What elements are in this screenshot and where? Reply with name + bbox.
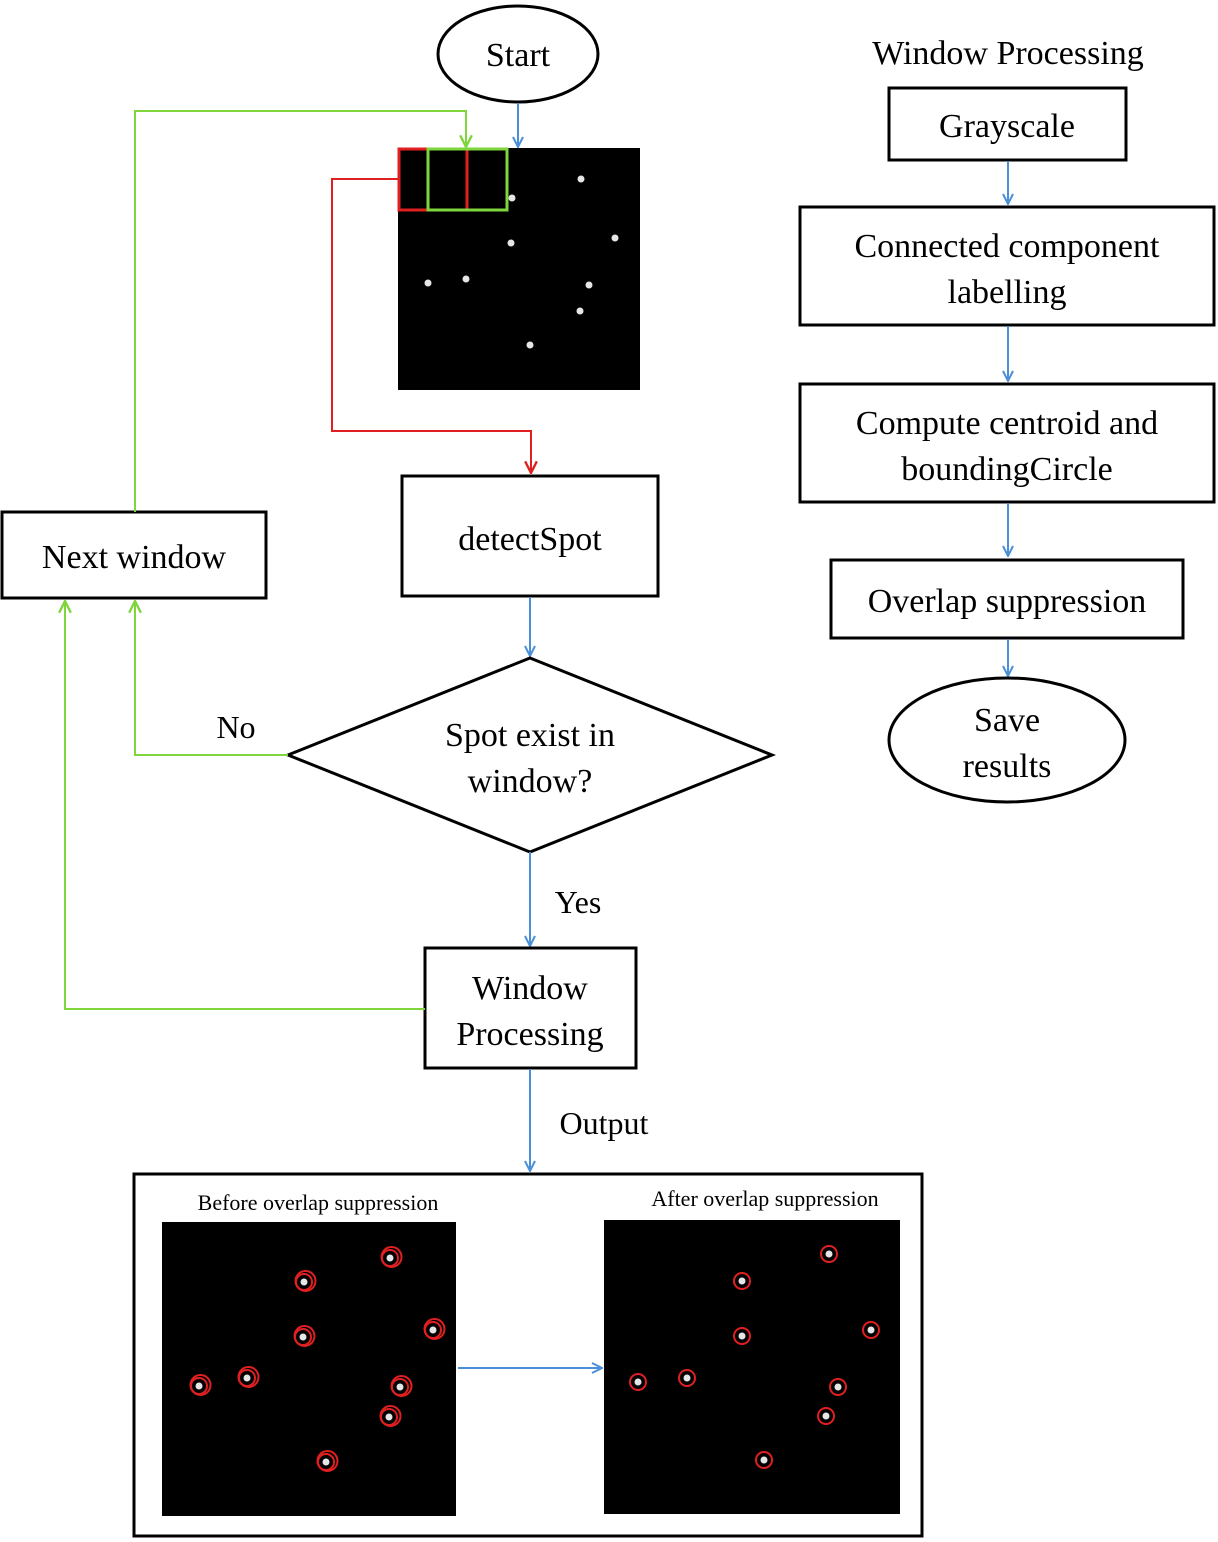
spot: [195, 1382, 203, 1390]
spot: [825, 1250, 833, 1258]
decision-label-line1: Spot exist in: [445, 717, 615, 754]
labelling-label-line1: Connected component: [855, 228, 1161, 265]
spot: [738, 1332, 746, 1340]
spot: [526, 341, 534, 349]
spot: [577, 175, 585, 183]
arrow-next-window-to-image: [134, 110, 466, 512]
arrow-no-to-next-window: [135, 601, 288, 756]
before-suppression-label: Before overlap suppression: [198, 1190, 439, 1215]
spot: [634, 1378, 642, 1386]
next-window-box: Next window: [0, 510, 268, 600]
next-window-label: Next window: [42, 539, 227, 576]
subprocess-step-overlap: Overlap suppression: [829, 558, 1185, 640]
window-processing-box: Window Processing: [423, 946, 638, 1070]
bounding-circle: [755, 1451, 773, 1469]
labelling-label-line2: labelling: [948, 274, 1067, 311]
bounding-circle-overlap: [189, 1374, 212, 1396]
bounding-circle-overlap: [380, 1246, 403, 1268]
spot: [322, 1458, 330, 1466]
detectspot-box: detectSpot: [400, 474, 660, 598]
subprocess-step-labelling: Connected component labelling: [798, 205, 1216, 327]
output-panel: Before overlap suppression After overlap…: [132, 1172, 924, 1538]
subprocess-end-save-results: Save results: [887, 676, 1127, 804]
yes-label: Yes: [555, 884, 602, 920]
centroid-label-line2: boundingCircle: [901, 451, 1113, 488]
decision-label-line2: window?: [468, 763, 593, 800]
save-label-line1: Save: [974, 702, 1040, 739]
subprocess-title: Window Processing: [872, 35, 1144, 72]
decision-diamond: Spot exist in window?: [283, 656, 777, 854]
spot: [300, 1278, 308, 1286]
spot: [738, 1277, 746, 1285]
spot: [683, 1374, 691, 1382]
output-label: Output: [560, 1105, 649, 1141]
spot: [822, 1412, 830, 1420]
spot: [576, 307, 584, 315]
spot: [760, 1456, 768, 1464]
bounding-circle: [829, 1378, 847, 1396]
spot: [386, 1254, 394, 1262]
bounding-circle: [629, 1373, 647, 1391]
spot: [299, 1333, 307, 1341]
before-suppression-image: [162, 1222, 456, 1516]
spot: [508, 194, 516, 202]
bounding-circle-overlap: [316, 1450, 339, 1472]
bounding-circle: [733, 1272, 751, 1290]
spot: [243, 1374, 251, 1382]
bounding-circle-overlap: [237, 1366, 260, 1388]
bounding-circle-overlap: [294, 1270, 317, 1292]
subprocess-step-centroid: Compute centroid and boundingCircle: [798, 382, 1216, 504]
subprocess-step-grayscale: Grayscale: [887, 86, 1128, 162]
start-label: Start: [486, 37, 551, 74]
spot: [834, 1383, 842, 1391]
save-label-line2: results: [963, 748, 1052, 785]
overlap-label: Overlap suppression: [868, 583, 1147, 620]
centroid-label-line1: Compute centroid and: [856, 405, 1158, 442]
start-node: Start: [436, 4, 600, 104]
input-image-spots: [424, 175, 619, 349]
spot: [429, 1326, 437, 1334]
bounding-circle-overlap: [423, 1318, 446, 1340]
spot: [611, 234, 619, 242]
no-label: No: [216, 709, 255, 745]
bounding-circle-overlap: [379, 1405, 402, 1427]
sliding-window-next: [426, 147, 509, 212]
spot: [507, 239, 515, 247]
bounding-circle: [733, 1327, 751, 1345]
spot: [396, 1383, 404, 1391]
spot: [585, 281, 593, 289]
before-suppression-spots: [189, 1246, 446, 1472]
bounding-circle: [678, 1369, 696, 1387]
bounding-circle-overlap: [293, 1325, 316, 1347]
spot: [867, 1326, 875, 1334]
window-processing-label-line2: Processing: [456, 1016, 603, 1053]
input-image: [397, 147, 640, 390]
spot: [424, 279, 432, 287]
bounding-circle-overlap: [390, 1375, 413, 1397]
bounding-circle: [862, 1321, 880, 1339]
bounding-circle: [820, 1245, 838, 1263]
after-suppression-spots: [629, 1245, 880, 1469]
bounding-circle: [817, 1407, 835, 1425]
grayscale-label: Grayscale: [939, 108, 1075, 145]
arrow-window-processing-to-next-window: [65, 601, 425, 1010]
spot: [385, 1413, 393, 1421]
window-processing-label-line1: Window: [472, 970, 588, 1007]
after-suppression-image: [604, 1220, 900, 1514]
detectspot-label: detectSpot: [458, 521, 602, 558]
spot: [462, 275, 470, 283]
after-suppression-label: After overlap suppression: [651, 1186, 878, 1211]
arrow-window-to-detectspot: [331, 178, 531, 473]
